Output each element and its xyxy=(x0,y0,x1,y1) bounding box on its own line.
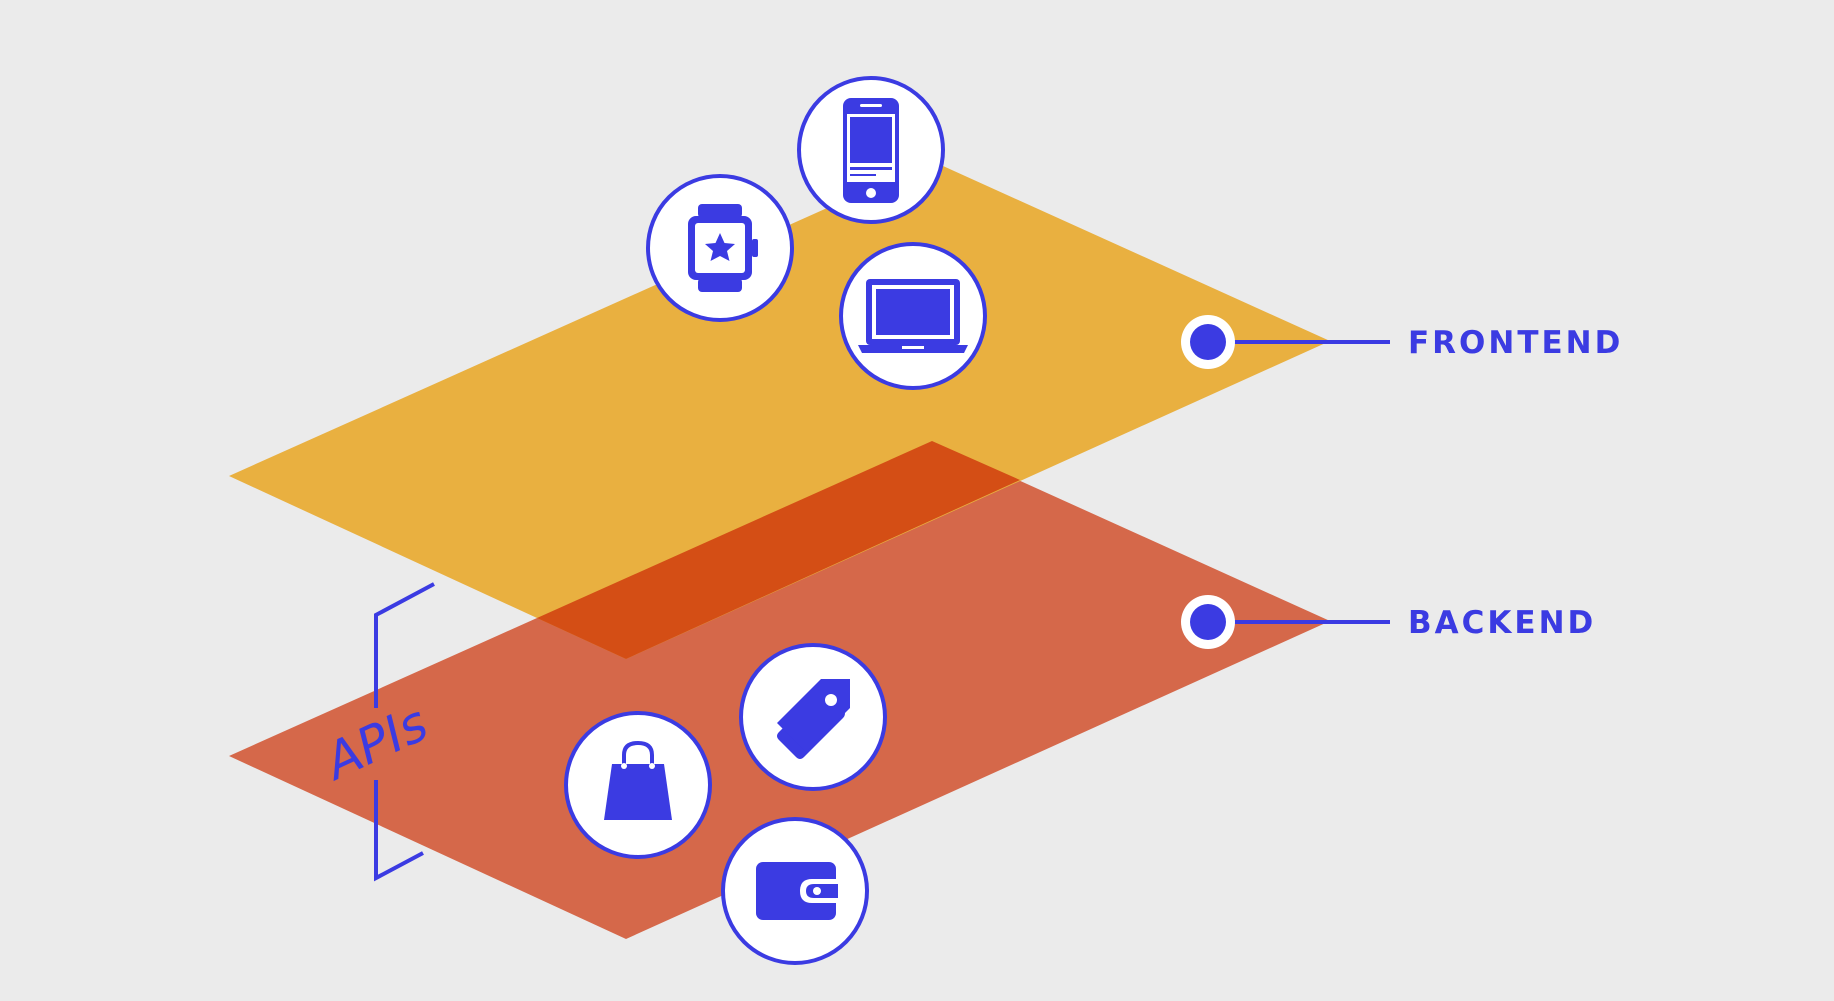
plane-overlap xyxy=(537,441,1020,659)
frontend-plane xyxy=(229,161,1330,659)
laptop-icon xyxy=(839,242,987,390)
frontend-label: FRONTEND xyxy=(1408,325,1623,361)
apis-bracket xyxy=(374,582,435,882)
shopping-bag-icon xyxy=(564,711,712,859)
price-tag-icon xyxy=(739,643,887,791)
backend-connector xyxy=(1181,595,1390,649)
smartphone-icon xyxy=(797,76,945,224)
smartwatch-icon xyxy=(646,174,794,322)
wallet-icon xyxy=(721,817,869,965)
backend-label: BACKEND xyxy=(1408,605,1596,641)
frontend-connector xyxy=(1181,315,1390,369)
